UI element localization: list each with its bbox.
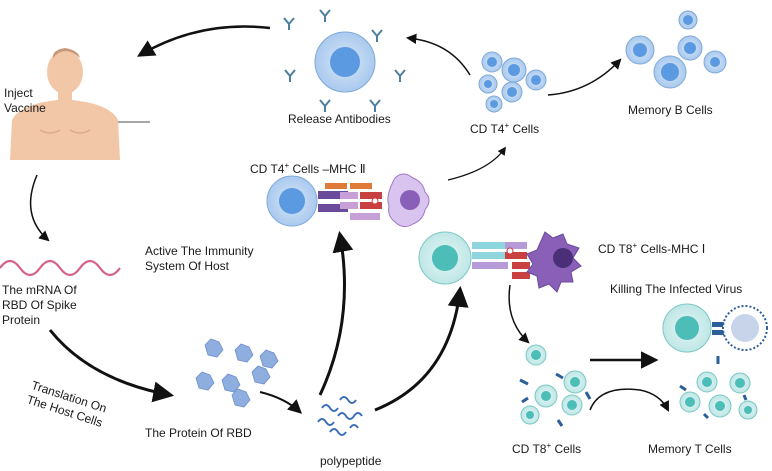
- cd-t4-cell-cluster-icon: [478, 51, 547, 113]
- mrna-label: The mRNA Of RBD Of Spike Protein: [2, 283, 77, 327]
- cd-t8-cells-label: CD T8+ Cells: [512, 441, 582, 456]
- active-immunity-label: Active The Immunity System Of Host: [145, 244, 254, 273]
- plasma-b-cell-icon: [314, 31, 376, 93]
- inject-vaccine-label: Inject Vaccine: [4, 86, 46, 115]
- antibody-icons: [283, 9, 406, 112]
- memory-t-cell-cluster-icon: [679, 356, 758, 420]
- cd-t8-mhc-i-complex-icon: [418, 231, 582, 293]
- cd-t4-cells-label: CD T4+ Cells: [470, 121, 540, 136]
- flow-arrows: [29, 25, 669, 414]
- t8-cell-killing-virus-icon: [662, 303, 768, 353]
- cd-t4-mhc-ii-label: CD T4+ Cells –MHC Ⅱ: [250, 161, 366, 176]
- release-antibodies-label: Release Antibodies: [288, 112, 391, 126]
- human-figure-icon: [10, 48, 150, 160]
- polypeptide-icon: [317, 396, 363, 436]
- protein-rbd-label: The Protein Of RBD: [145, 426, 252, 440]
- killing-virus-label: Killing The Infected Virus: [610, 282, 743, 296]
- rbd-protein-icons: [195, 338, 279, 408]
- mrna-strand-icon: [0, 259, 121, 277]
- memory-t-cells-label: Memory T Cells: [648, 442, 732, 456]
- cd-t8-cell-cluster-icon: [519, 344, 592, 427]
- cd-t8-mhc-i-label: CD T8+ Cells-MHC Ⅰ: [598, 241, 706, 256]
- memory-b-cells-label: Memory B Cells: [628, 103, 713, 117]
- cd-t4-mhc-ii-complex-icon: [266, 173, 430, 228]
- polypeptide-label: polypeptide: [320, 454, 382, 468]
- memory-b-cell-cluster-icon: [625, 10, 727, 89]
